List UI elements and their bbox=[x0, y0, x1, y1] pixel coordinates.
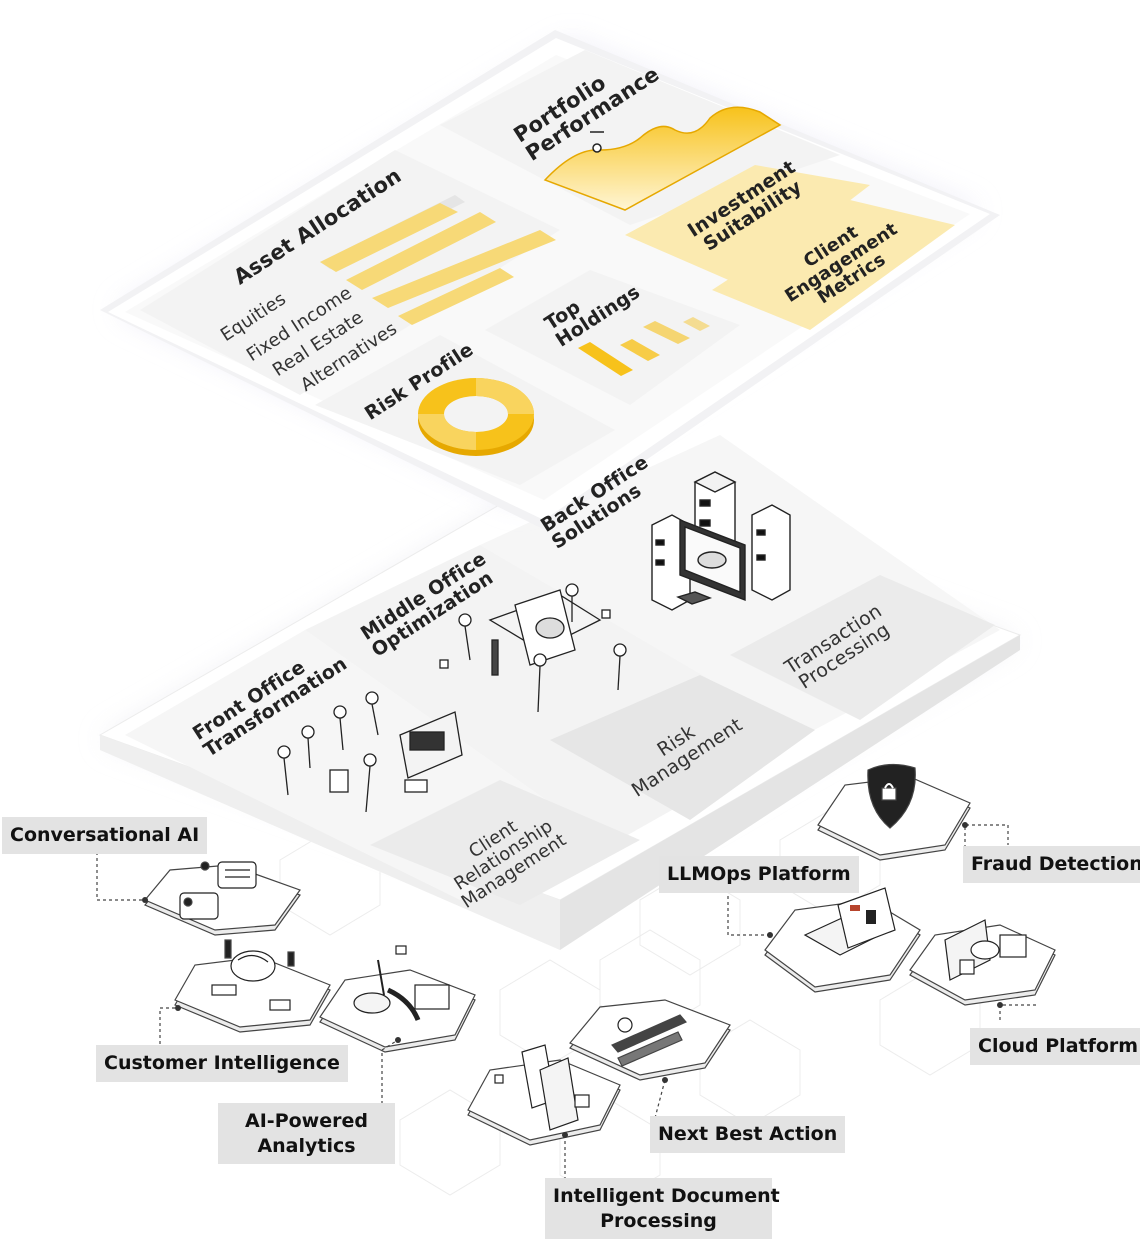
hex-next-best-action bbox=[569, 999, 731, 1081]
risk-profile-donut bbox=[418, 378, 534, 456]
label-conversational-ai: Conversational AI bbox=[2, 817, 208, 854]
servers-illustration bbox=[651, 471, 791, 611]
front-office-title: Front Office Transformation bbox=[188, 652, 352, 762]
connector-dots bbox=[142, 822, 1003, 1138]
asset-allocation-title: Asset Allocation bbox=[229, 163, 406, 290]
label-customer-intelligence: Customer Intelligence bbox=[96, 1045, 348, 1082]
hex-ai-powered-analytics bbox=[319, 945, 476, 1053]
label-fraud-detection: Fraud Detection bbox=[963, 846, 1140, 883]
label-intelligent-document-processing: Intelligent Document Processing bbox=[545, 1178, 780, 1240]
capability-hexes bbox=[144, 763, 1056, 1146]
back-office-card bbox=[480, 435, 1000, 735]
hex-idp bbox=[467, 1044, 621, 1146]
client-engagement-metrics-title: Client Engagement Metrics bbox=[781, 218, 902, 309]
risk-profile-title: Risk Profile bbox=[360, 338, 478, 425]
portfolio-performance-title: Portfolio Performance bbox=[509, 61, 664, 166]
top-holdings-title: Top Holdings bbox=[540, 280, 644, 352]
transaction-processing-label: Transaction Processing bbox=[780, 599, 894, 694]
investment-suitability-title: Investment Suitability bbox=[683, 156, 806, 256]
hex-llmops bbox=[764, 887, 921, 993]
hex-customer-intelligence bbox=[174, 939, 331, 1033]
hex-conversational-ai bbox=[144, 861, 301, 936]
back-office-title: Back Office Solutions bbox=[536, 451, 653, 554]
hex-cloud-platform bbox=[909, 919, 1056, 1006]
label-next-best-action: Next Best Action bbox=[650, 1116, 846, 1153]
label-cloud-platform: Cloud Platform bbox=[970, 1028, 1140, 1065]
label-ai-powered-analytics: AI-Powered Analytics bbox=[218, 1103, 395, 1165]
middle-office-card bbox=[305, 545, 805, 845]
middle-office-title: Middle Office Optimization bbox=[356, 547, 498, 662]
hex-fraud-detection bbox=[817, 763, 971, 861]
front-office-illustration bbox=[277, 691, 463, 813]
label-llmops-platform: LLMOps Platform bbox=[659, 856, 859, 893]
risk-management-label: Risk Management bbox=[627, 713, 747, 802]
crm-label: Client Relationship Management bbox=[450, 815, 571, 913]
